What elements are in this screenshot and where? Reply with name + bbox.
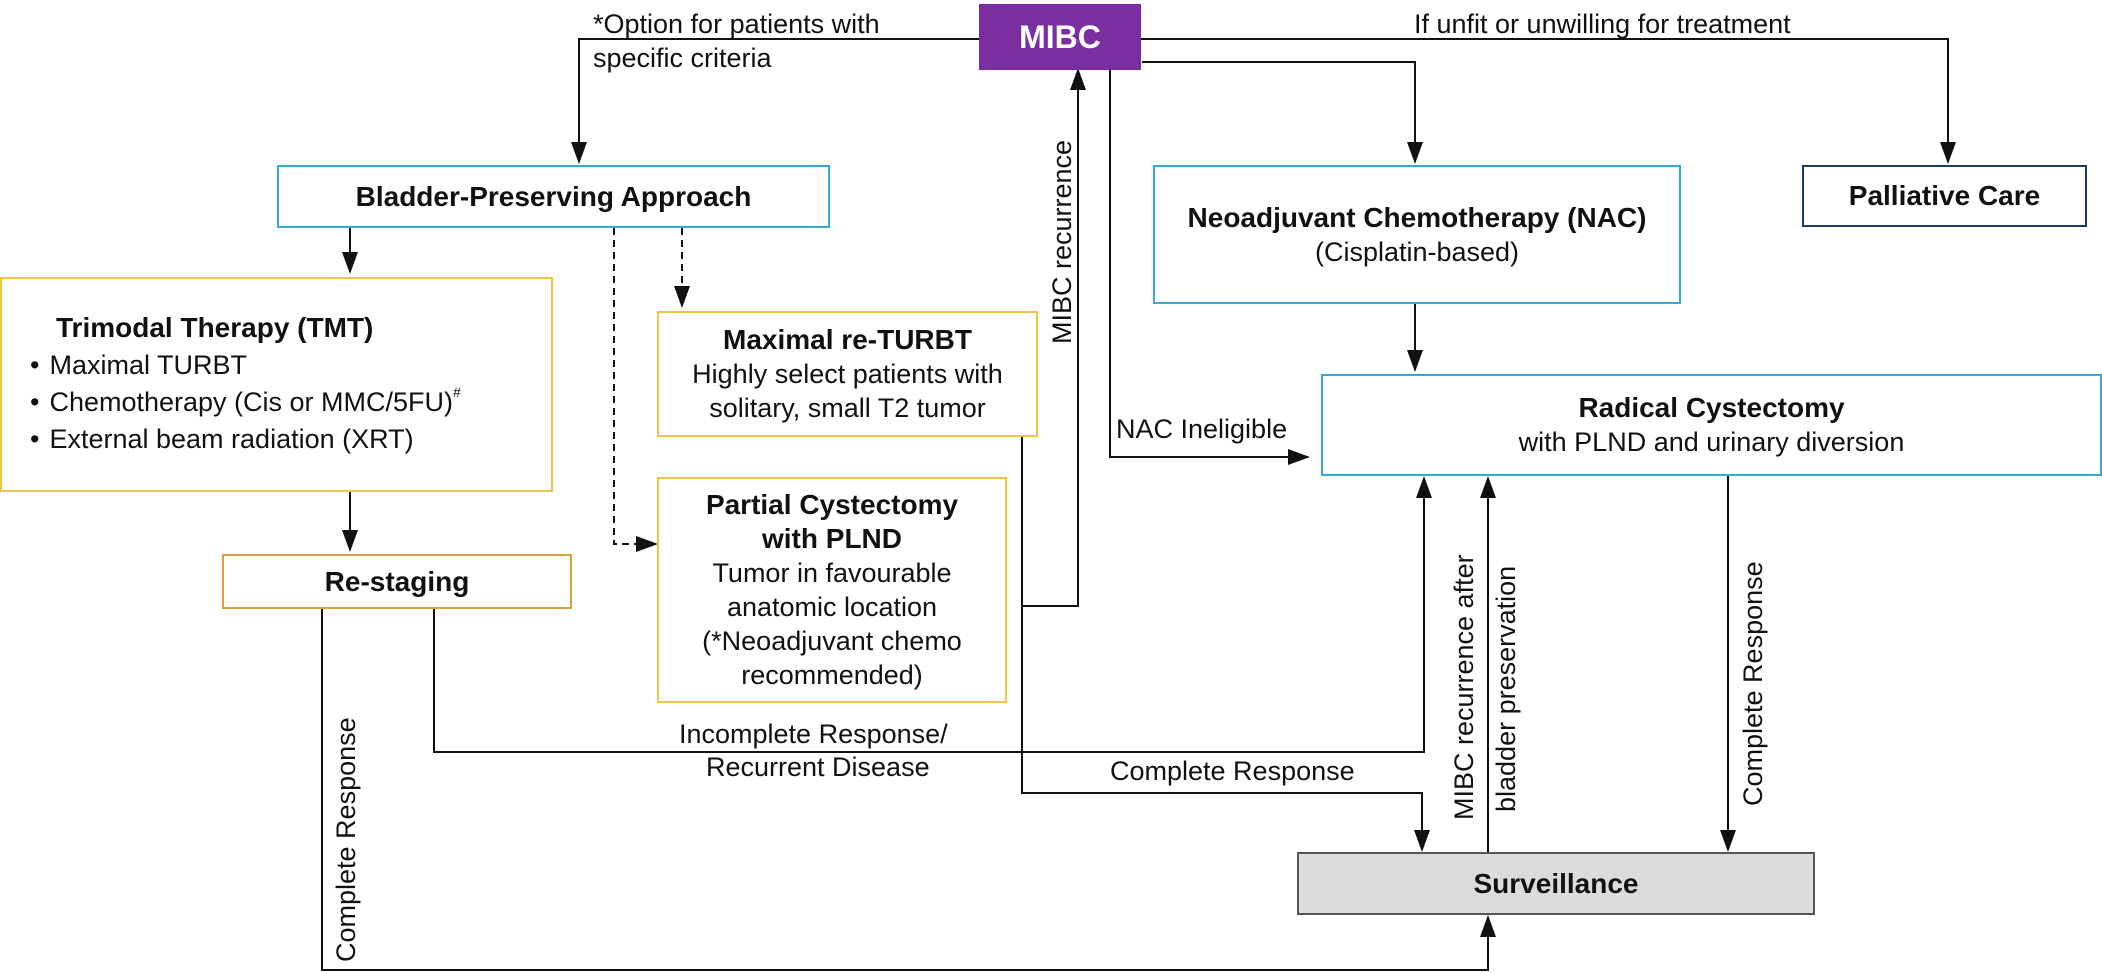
node-bladder-preserving: Bladder-Preserving Approach (277, 165, 830, 228)
radical-title: Radical Cystectomy (1578, 392, 1845, 423)
label-complete-right: Complete Response (1738, 561, 1768, 806)
palliative-title: Palliative Care (1848, 180, 2041, 211)
label-incomplete-line1: Incomplete Response/ (679, 719, 948, 749)
label-incomplete-line2: Recurrent Disease (706, 752, 930, 782)
label-complete-mid: Complete Response (1110, 756, 1355, 786)
returbt-title: Maximal re-TURBT (723, 324, 972, 355)
edge-nac-ineligible (1109, 70, 1310, 465)
nac-title: Neoadjuvant Chemotherapy (NAC) (1187, 201, 1647, 233)
node-partial-cystectomy: Partial Cystectomy with PLND Tumor in fa… (657, 477, 1007, 703)
restaging-title: Re-staging (324, 565, 470, 597)
edge-partial-surveillance (1021, 606, 1430, 852)
node-restaging: Re-staging (222, 554, 572, 609)
radical-sub: with PLND and urinary diversion (1518, 427, 1905, 457)
returbt-line: Highly select patients with (692, 359, 1003, 389)
tmt-item: Chemotherapy (Cis or MMC/5FU)# (30, 384, 461, 421)
footnote-mark: # (453, 384, 461, 400)
returbt-line: solitary, small T2 tumor (709, 393, 986, 423)
label-option-line1: *Option for patients with (593, 9, 880, 39)
label-option-line2: specific criteria (593, 43, 772, 73)
node-maximal-returbt: Maximal re-TURBT Highly select patients … (657, 311, 1038, 437)
edge-incomplete-radical (433, 476, 1432, 753)
node-trimodal-therapy: Trimodal Therapy (TMT) Maximal TURBT Che… (0, 277, 553, 492)
edge-mibc-nac (1142, 61, 1423, 164)
edge-mibc-palliative (1140, 38, 1956, 164)
edge-bladder-partial-dashed (613, 228, 658, 552)
mibc-title: MIBC (1019, 19, 1101, 55)
label-mibc-recurrence: MIBC recurrence (1047, 139, 1077, 344)
tmt-item: Maximal TURBT (30, 347, 461, 384)
tmt-item: External beam radiation (XRT) (30, 421, 461, 458)
edge-mibc-bladder (571, 38, 980, 164)
edge-partial-mibc (1021, 68, 1086, 607)
surveillance-title: Surveillance (1473, 867, 1639, 899)
node-surveillance: Surveillance (1297, 852, 1815, 915)
edge-restaging-surveillance (321, 609, 1496, 971)
bladder-title: Bladder-Preserving Approach (355, 180, 752, 212)
label-recurrence-after-line1: MIBC recurrence after (1449, 554, 1479, 820)
tmt-title: Trimodal Therapy (TMT) (56, 312, 374, 343)
node-nac: Neoadjuvant Chemotherapy (NAC) (Cisplati… (1153, 165, 1681, 304)
partial-line: (*Neoadjuvant chemo (702, 626, 962, 656)
partial-line: anatomic location (726, 592, 938, 622)
node-palliative-care: Palliative Care (1802, 165, 2087, 227)
partial-line: recommended) (741, 660, 923, 690)
tmt-list: Maximal TURBT Chemotherapy (Cis or MMC/5… (30, 347, 461, 458)
label-complete-left: Complete Response (331, 717, 361, 962)
nac-sub: (Cisplatin-based) (1314, 236, 1520, 267)
label-unfit: If unfit or unwilling for treatment (1414, 9, 1791, 39)
label-recurrence-after-line2: bladder preservation (1491, 565, 1521, 812)
node-mibc: MIBC (979, 4, 1141, 70)
partial-title: Partial Cystectomy (705, 489, 959, 520)
node-radical-cystectomy: Radical Cystectomy with PLND and urinary… (1321, 374, 2102, 476)
label-nac-ineligible: NAC Ineligible (1116, 414, 1288, 444)
partial-title: with PLND (762, 523, 902, 554)
partial-line: Tumor in favourable (712, 558, 952, 588)
